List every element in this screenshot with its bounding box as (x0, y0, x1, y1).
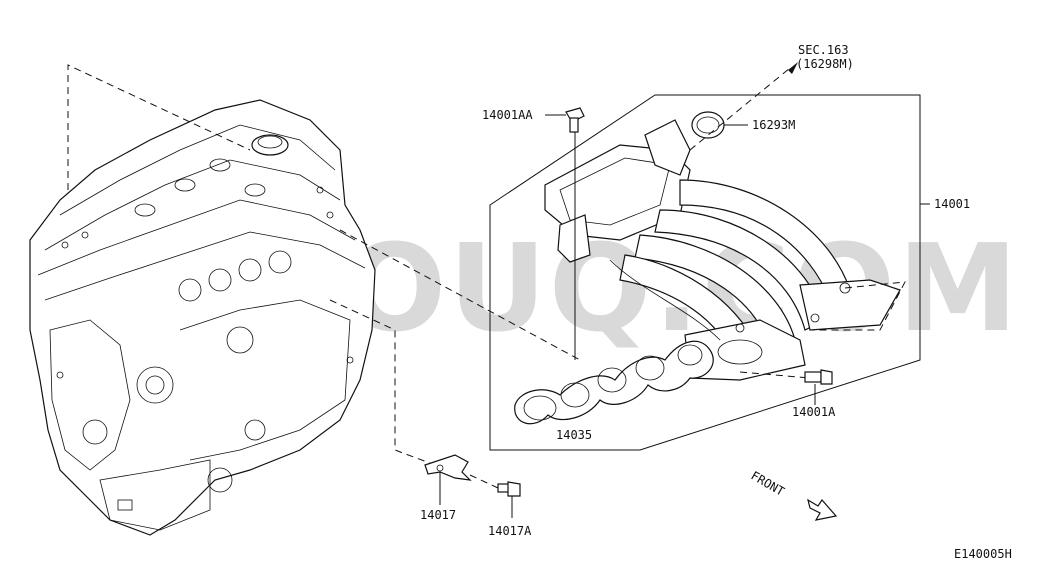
label-14001A: 14001A (792, 405, 836, 419)
front-direction-indicator: FRONT (749, 468, 838, 521)
label-14035: 14035 (556, 428, 592, 442)
manifold-group-frame (489, 94, 921, 451)
front-arrow-icon (807, 498, 838, 521)
bolt-14001A (804, 369, 833, 385)
engine-block-illustration (29, 99, 376, 536)
sec-ref-arrow (788, 62, 798, 74)
diagram-code: E140005H (954, 547, 1012, 561)
sec-ref-line1: SEC.163 (798, 43, 849, 57)
bolt-14001AA (565, 107, 585, 133)
label-14001: 14001 (934, 197, 970, 211)
front-label: FRONT (749, 468, 787, 498)
label-14001AA: 14001AA (482, 108, 533, 122)
bracket-14017 (424, 454, 472, 481)
intake-manifold-illustration (544, 119, 901, 381)
hose-clamp-16293M (691, 111, 725, 139)
engine-leader-manifold (339, 229, 581, 361)
bolt-14017A (497, 481, 521, 497)
engine-leader-top (67, 64, 251, 190)
sec-ref-line2: (16298M) (796, 57, 854, 71)
label-14017A: 14017A (488, 524, 532, 538)
label-16293M: 16293M (752, 118, 795, 132)
intake-gasket (514, 340, 714, 425)
label-14017: 14017 (420, 508, 456, 522)
manifold-inner-dash (810, 281, 906, 331)
